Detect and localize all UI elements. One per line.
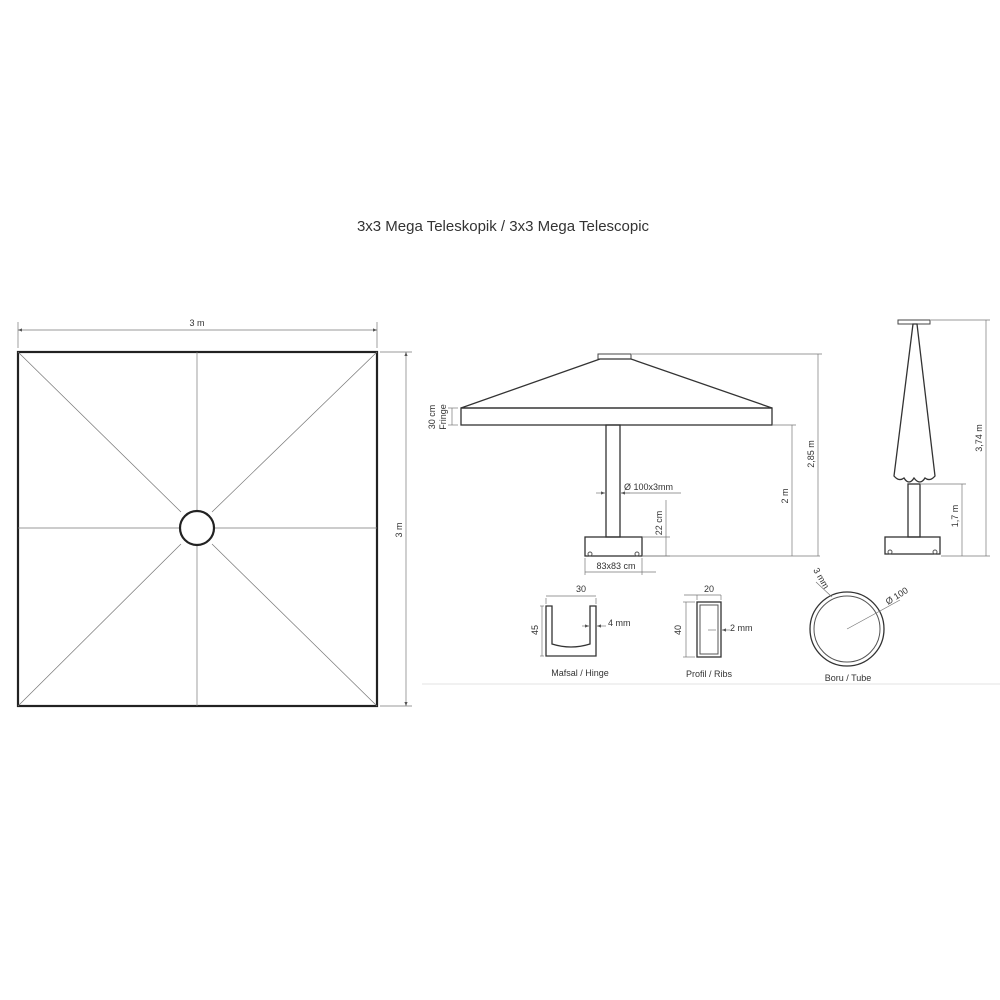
top-view: 3 m 3 m — [16, 318, 412, 708]
rib-width-label: 20 — [704, 584, 714, 594]
total-height-label: 2,85 m — [806, 440, 816, 468]
rib-line — [211, 543, 378, 707]
closed-canopy — [893, 323, 936, 483]
rib-height-label: 40 — [673, 625, 683, 635]
pole-diameter-label: Ø 100x3mm — [624, 482, 673, 492]
hinge-height-label: 45 — [530, 625, 540, 635]
tube-diameter-label: Ø 100 — [884, 585, 910, 606]
rib-detail: 20 40 2 mm Profil / Ribs — [673, 584, 753, 679]
tube-thickness-label: 3 mm — [811, 566, 831, 590]
drawing-title: 3x3 Mega Teleskopik / 3x3 Mega Telescopi… — [357, 218, 650, 235]
clearance-label: 2 m — [780, 488, 790, 503]
closed-pole — [907, 483, 921, 538]
canopy-outline — [16, 350, 379, 708]
hinge-detail: 30 45 4 mm Mafsal / Hinge — [530, 584, 631, 678]
canopy-profile — [460, 358, 773, 409]
base-height-label: 22 cm — [654, 511, 664, 536]
rib-line — [17, 351, 182, 513]
height-label: 3 m — [394, 522, 404, 537]
fringe — [460, 407, 773, 426]
rib-profile-outer — [696, 601, 722, 658]
tube-detail: Ø 100 3 mm Boru / Tube — [809, 566, 910, 683]
closed-base — [884, 536, 941, 555]
rib-caption: Profil / Ribs — [686, 669, 733, 679]
tube-inner-circle — [813, 595, 881, 663]
pole — [605, 424, 621, 538]
base-plate — [584, 536, 643, 557]
hinge-thickness-label: 4 mm — [608, 618, 631, 628]
base-width-label: 83x83 cm — [596, 561, 635, 571]
closed-total-label: 3,74 m — [974, 424, 984, 452]
hub-circle — [178, 509, 216, 547]
side-view-open: 30 cm Fringe Ø 100x3mm 22 cm 83x83 cm 2 … — [427, 353, 822, 575]
tube-diameter-leader — [846, 599, 901, 630]
top-cap — [597, 353, 632, 360]
width-label: 3 m — [189, 318, 204, 328]
rib-line — [211, 351, 378, 513]
fringe-size-label: 30 cm — [427, 405, 437, 430]
tube-thickness-leader — [815, 581, 833, 598]
rib-profile-inner — [699, 604, 719, 655]
rib-thickness-label: 2 mm — [730, 623, 753, 633]
rib-line — [17, 543, 182, 707]
tube-outer-circle — [809, 591, 885, 667]
hinge-caption: Mafsal / Hinge — [551, 668, 609, 678]
closed-pole-label: 1,7 m — [950, 505, 960, 528]
hinge-width-label: 30 — [576, 584, 586, 594]
fringe-word-label: Fringe — [438, 404, 448, 430]
tube-caption: Boru / Tube — [825, 673, 872, 683]
side-view-closed: 3,74 m 1,7 m — [884, 319, 990, 557]
hinge-profile — [545, 605, 597, 657]
